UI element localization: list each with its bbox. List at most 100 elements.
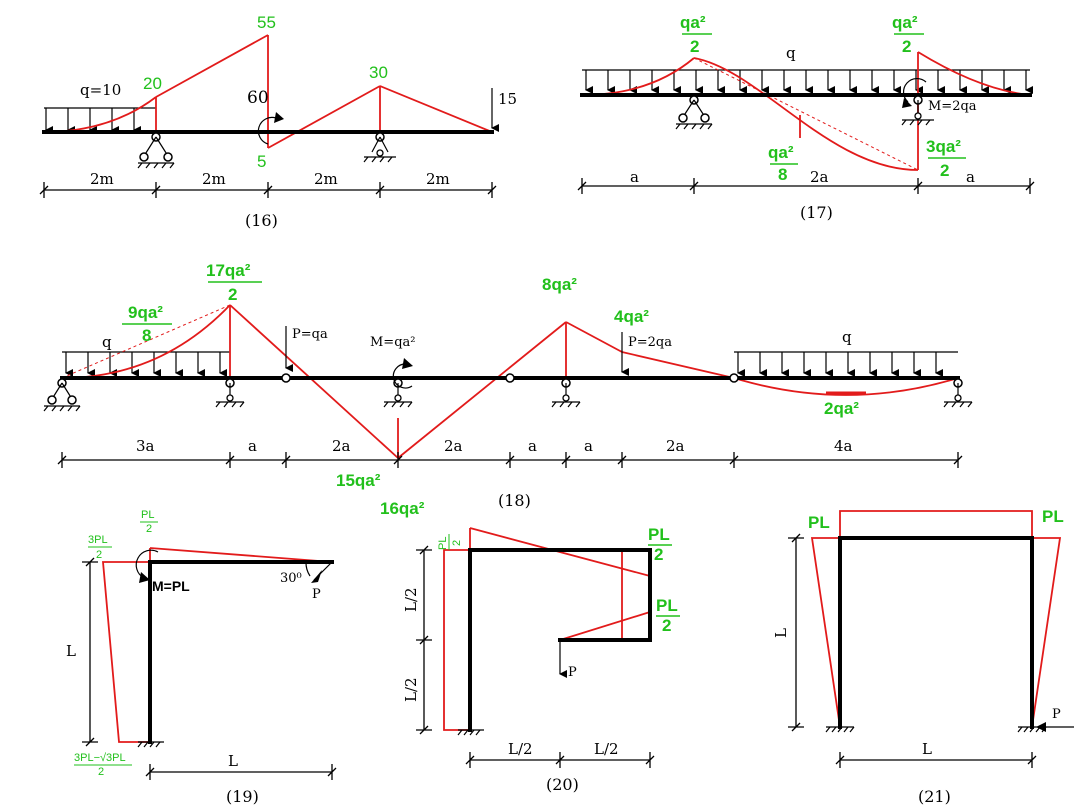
fig18-span-7: 2a — [666, 437, 685, 455]
fig17-load-label: q — [786, 44, 796, 62]
fig17-load-arrows — [585, 70, 1033, 94]
fig19-dimension-horizontal — [145, 764, 337, 780]
svg-text:2: 2 — [96, 549, 102, 561]
fig19-angle-label: 30⁰ — [280, 571, 302, 586]
fig18-value-17qa2-2: 17qa² 2 — [206, 261, 262, 304]
fig20-len-h-2: L/2 — [594, 740, 619, 758]
fig16-value-55: 55 — [257, 13, 276, 32]
fig18-distributed-load-right — [734, 351, 958, 377]
fig18-span-6: a — [584, 437, 593, 455]
svg-text:17qa²: 17qa² — [206, 261, 251, 280]
fig19-fixed-support — [137, 741, 164, 748]
fig17-moment-label: M=2qa — [928, 99, 977, 114]
fig16-roller-support — [363, 132, 396, 163]
fig18-distributed-load-left — [62, 351, 230, 377]
fig19-value-base: 3PL−√3PL 2 — [74, 752, 132, 778]
svg-text:2: 2 — [940, 161, 949, 180]
fig18-hinge-3 — [729, 373, 739, 383]
fig17-roller-support — [901, 95, 934, 126]
fig17-moment-arrow-icon — [902, 77, 927, 103]
fig19-len-h: L — [228, 752, 238, 770]
fig20-len-h-1: L/2 — [508, 740, 533, 758]
fig17-value-right-top: qa² 2 — [892, 13, 924, 56]
fig19-moment-arrow-icon — [135, 549, 159, 579]
fig18-load-left-label: q — [102, 333, 112, 351]
svg-text:qa²: qa² — [680, 13, 706, 32]
fig16-pin-support — [137, 132, 175, 169]
svg-text:2: 2 — [902, 37, 911, 56]
fig21-p-label: P — [1052, 707, 1061, 722]
svg-text:PL: PL — [656, 596, 678, 615]
fig18-roller-support-2 — [383, 378, 413, 408]
fig19-value-3pl-2: 3PL 2 — [88, 534, 112, 561]
fig16-load-label: q=10 — [80, 81, 121, 99]
fig18-value-8qa2: 8qa² — [542, 275, 577, 294]
svg-text:PL: PL — [648, 525, 670, 544]
fig20-len-v-2: L/2 — [402, 677, 420, 702]
svg-text:2: 2 — [654, 545, 663, 564]
fig16-caption: (16) — [245, 211, 278, 230]
fig21-frame — [838, 536, 1034, 729]
fig16-value-60: 60 — [247, 88, 269, 108]
svg-text:2: 2 — [451, 540, 463, 546]
fig16-value-15: 15 — [498, 90, 517, 108]
fig18-m-label: M=qa² — [370, 335, 416, 350]
fig16-distributed-load — [44, 107, 156, 134]
figure-20: P PL 2 PL 2 PL 2 L/2 L/2 L/2 L/2 (2 — [402, 525, 680, 794]
fig17-value-mid: qa² 8 — [768, 143, 798, 184]
svg-text:2: 2 — [98, 766, 104, 778]
fig19-caption: (19) — [226, 787, 259, 806]
svg-text:qa²: qa² — [892, 13, 918, 32]
svg-text:PL: PL — [437, 537, 449, 550]
fig18-caption: (18) — [498, 491, 531, 510]
fig18-span-3: 2a — [332, 437, 351, 455]
fig18-value-16qa2: 16qa² — [380, 499, 425, 518]
fig21-len-v: L — [772, 628, 790, 638]
fig20-dimension-horizontal — [465, 752, 655, 768]
fig18-pin-support — [43, 378, 81, 412]
fig21-value-right: PL — [1042, 507, 1064, 526]
fig20-fixed-support — [457, 729, 484, 736]
fig18-p2-label: P=2qa — [628, 335, 672, 350]
fig18-value-15qa2: 15qa² — [336, 471, 381, 490]
fig18-value-2qa2: 2qa² — [824, 399, 859, 418]
fig18-moment-arrow-icon — [392, 363, 413, 389]
fig18-value-9qa2-8: 9qa² 8 — [122, 303, 172, 345]
fig18-moment-diagram — [61, 304, 959, 459]
svg-text:8: 8 — [778, 165, 787, 184]
fig16-value-30: 30 — [369, 63, 388, 82]
svg-text:2: 2 — [228, 285, 237, 304]
fig17-value-right-bottom: 3qa² 2 — [926, 137, 966, 180]
fig21-caption: (21) — [918, 787, 951, 806]
svg-text:2: 2 — [662, 616, 671, 635]
fig16-moment-arrow-icon — [257, 116, 277, 145]
fig21-moment-diagram — [810, 510, 1062, 728]
fig17-dimension-line — [577, 178, 1035, 194]
svg-text:3qa²: 3qa² — [926, 137, 961, 156]
figure-17: q M=2qa qa² — [577, 13, 1035, 222]
fig17-pin-support — [675, 95, 713, 130]
fig20-value-left: PL 2 — [437, 534, 463, 550]
fig18-p1-label: P=qa — [292, 327, 328, 342]
fig20-frame — [468, 548, 652, 732]
fig19-dimension-vertical — [82, 557, 98, 747]
fig18-value-4qa2: 4qa² — [614, 307, 649, 326]
fig18-roller-support-4 — [943, 378, 973, 408]
fig16-value-20: 20 — [143, 74, 162, 93]
fig18-roller-support-1 — [215, 378, 245, 408]
fig16-span-4: 2m — [426, 170, 450, 188]
fig16-dimension-line — [39, 182, 497, 198]
figure-16: q=10 — [39, 13, 517, 230]
svg-text:3PL: 3PL — [88, 534, 108, 546]
fig20-value-right-bottom: PL 2 — [656, 596, 680, 635]
fig16-span-1: 2m — [90, 170, 114, 188]
figure-19: M=PL 30⁰ P 3PL 2 PL 2 3PL−√3PL 2 L — [66, 509, 337, 806]
fig19-p-label: P — [312, 587, 321, 602]
fig17-span-2: 2a — [810, 168, 829, 186]
fig21-fixed-support-left — [825, 726, 855, 733]
fig19-len-v: L — [66, 642, 76, 660]
svg-text:3PL−√3PL: 3PL−√3PL — [74, 752, 126, 764]
fig20-moment-diagram — [443, 527, 651, 731]
svg-text:2: 2 — [146, 523, 152, 535]
